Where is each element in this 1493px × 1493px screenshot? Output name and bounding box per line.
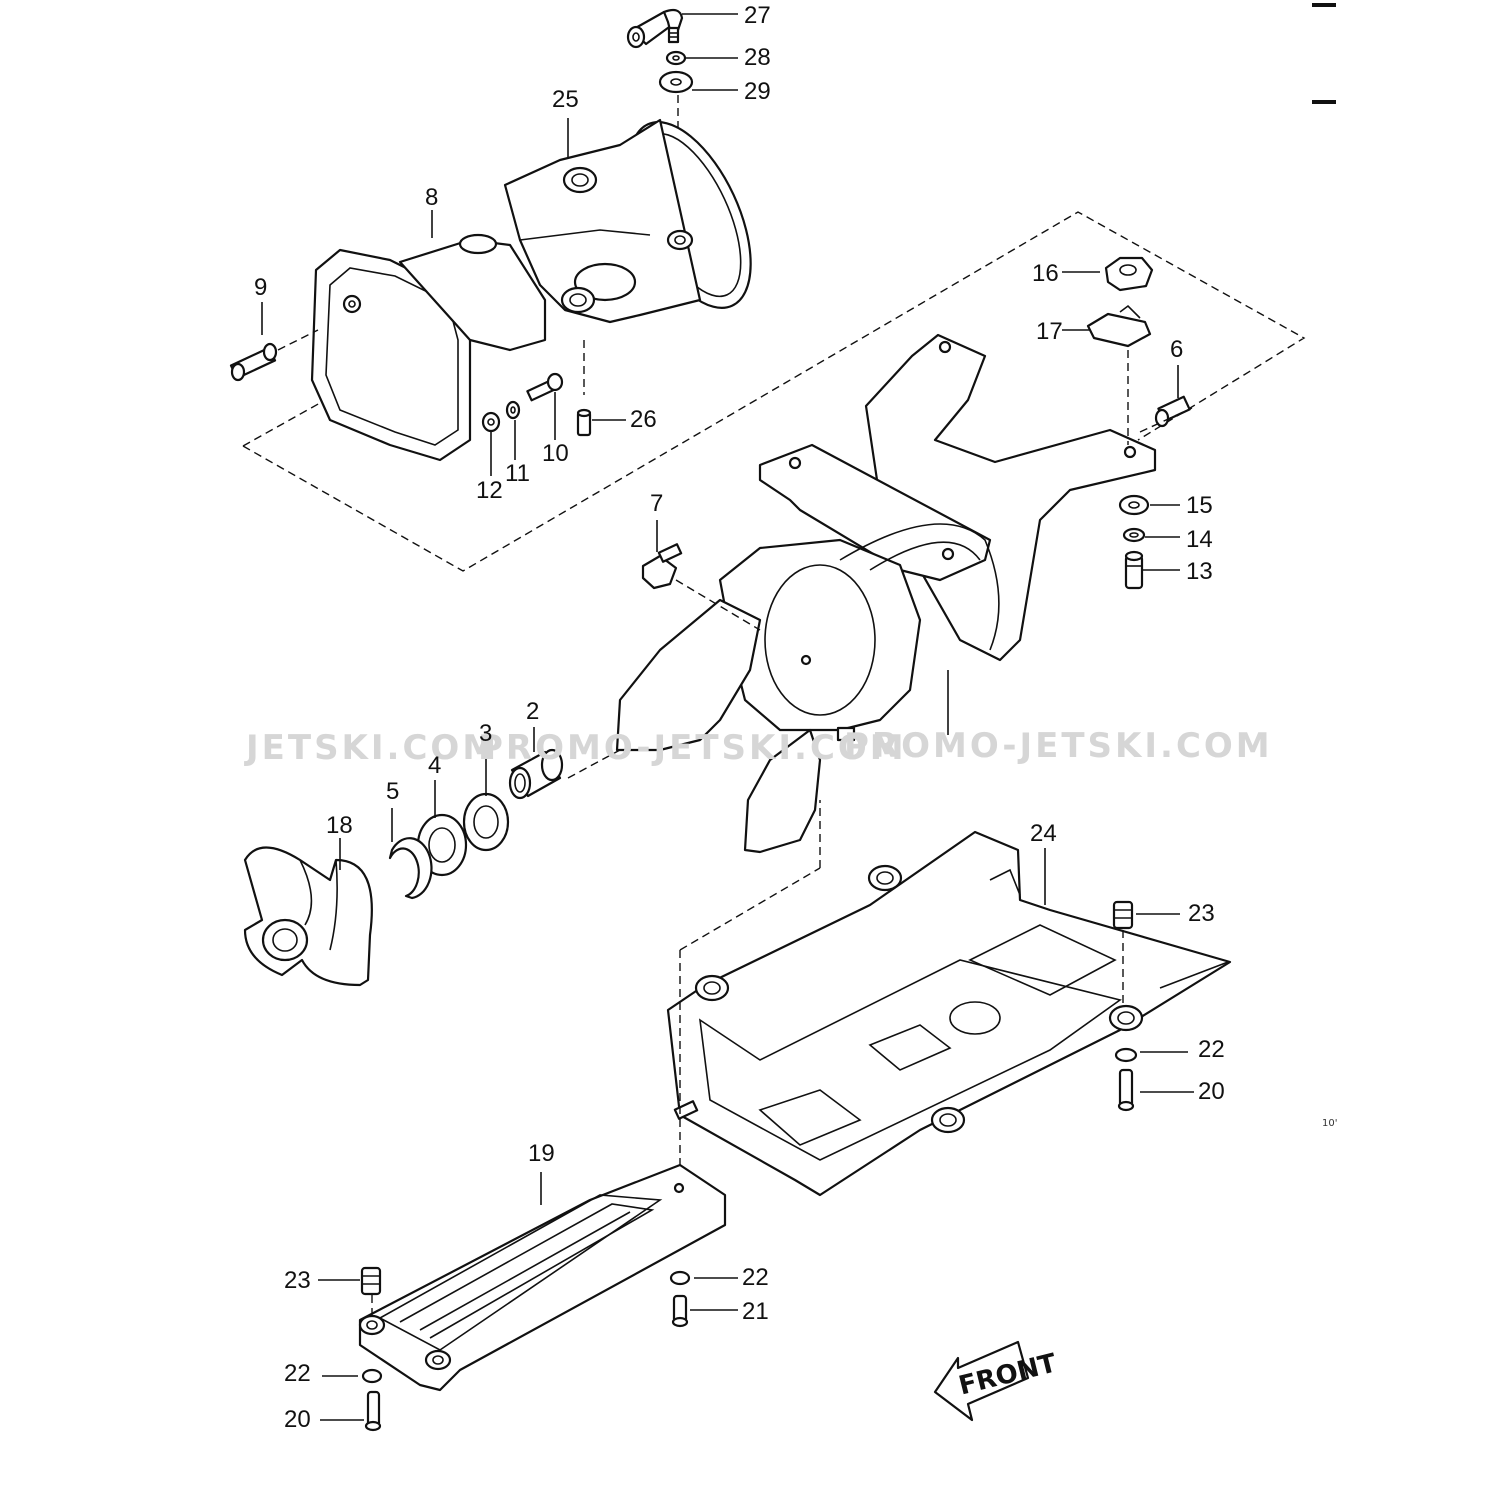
impeller-18 — [243, 846, 373, 987]
intake-grate-19 — [358, 1163, 727, 1392]
pump-housing-8 — [310, 233, 547, 462]
callout-18: 18 — [326, 812, 353, 839]
callout-23: 23 — [1188, 900, 1215, 927]
callout-28: 28 — [744, 44, 771, 71]
callout-23: 23 — [284, 1267, 311, 1294]
washer-11 — [505, 400, 521, 420]
callout-26: 26 — [630, 406, 657, 433]
assembly-dashed-outline — [242, 364, 389, 447]
screw-23 — [1112, 900, 1134, 930]
front-arrow-icon — [933, 1340, 1030, 1422]
callout-11: 11 — [505, 460, 530, 487]
bolt-20 — [364, 1390, 382, 1432]
screw-23 — [360, 1266, 382, 1296]
callout-22: 22 — [742, 1264, 769, 1291]
callout-13: 13 — [1186, 558, 1213, 585]
callout-20: 20 — [1198, 1078, 1225, 1105]
callout-3: 3 — [479, 720, 493, 747]
callout-9: 9 — [254, 274, 268, 301]
assembly-dashed-outline — [242, 211, 1306, 572]
callout-22: 22 — [284, 1360, 311, 1387]
callout-29: 29 — [744, 78, 771, 105]
callout-16: 16 — [1032, 260, 1059, 287]
washer-29 — [658, 70, 694, 94]
callout-2: 2 — [526, 698, 540, 725]
washer-22 — [1114, 1047, 1138, 1063]
callout-21: 21 — [742, 1298, 769, 1325]
ride-plate-24 — [666, 830, 1232, 1197]
bolt-21 — [671, 1294, 689, 1328]
callout-12: 12 — [476, 477, 503, 504]
callout-8: 8 — [425, 184, 439, 211]
callout-10: 10 — [542, 440, 569, 467]
callout-22: 22 — [1198, 1036, 1225, 1063]
washer-28 — [665, 50, 687, 66]
callout-4: 4 — [428, 752, 442, 779]
callout-6: 6 — [1170, 336, 1184, 363]
pump-case-25 — [503, 118, 752, 324]
margin-mark — [1312, 100, 1336, 104]
fitting-7 — [641, 543, 683, 590]
nut-16 — [1104, 256, 1154, 292]
page-code: 10' — [1322, 1118, 1338, 1129]
screw-26 — [576, 408, 592, 437]
callout-17: 17 — [1036, 318, 1063, 345]
bolt-20 — [1117, 1068, 1135, 1112]
watermark-text: JETSKI.COM — [246, 728, 500, 768]
callout-14: 14 — [1186, 526, 1213, 553]
margin-mark — [1312, 3, 1336, 7]
seal-3 — [462, 792, 510, 852]
sleeve-2 — [508, 748, 564, 800]
washer-22 — [361, 1368, 383, 1384]
callout-15: 15 — [1186, 492, 1213, 519]
nozzle-deflector-assembly — [615, 333, 1157, 854]
callout-7: 7 — [650, 490, 664, 517]
washer-15 — [1118, 494, 1150, 516]
washer-12 — [481, 411, 501, 433]
bolt-13 — [1124, 550, 1144, 590]
fitting-27 — [626, 8, 684, 49]
bolt-10 — [526, 372, 564, 402]
clip-17 — [1086, 304, 1152, 348]
circlip-5 — [388, 837, 433, 900]
callout-5: 5 — [386, 778, 400, 805]
callout-25: 25 — [552, 86, 579, 113]
washer-14 — [1122, 527, 1146, 543]
fitting-6 — [1154, 395, 1191, 428]
callout-20: 20 — [284, 1406, 311, 1433]
watermark-text: PROMO-JETSKI.COM — [478, 728, 907, 768]
washer-22 — [669, 1270, 691, 1286]
callout-27: 27 — [744, 2, 771, 29]
watermark-text: PROMO-JETSKI.COM — [844, 726, 1273, 766]
callout-19: 19 — [528, 1140, 555, 1167]
bolt-9 — [229, 342, 278, 382]
callout-24: 24 — [1030, 820, 1057, 847]
